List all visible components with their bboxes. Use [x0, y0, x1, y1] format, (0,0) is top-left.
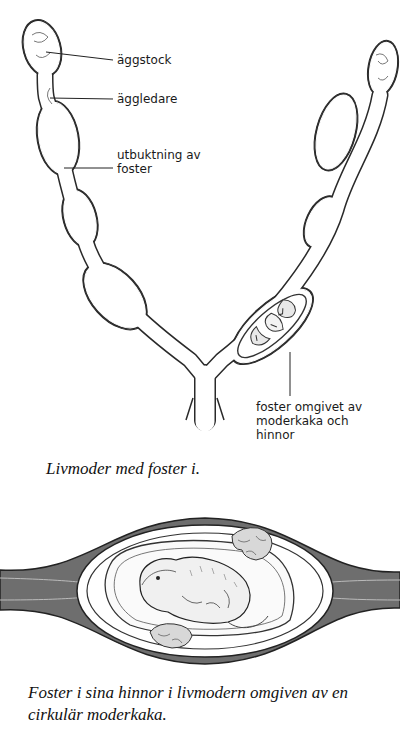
figure-caption: Foster i sina hinnor i livmodern omgiven… — [28, 682, 378, 726]
figure-caption: Livmoder med foster i. — [46, 458, 376, 480]
part-label: utbuktning av foster — [117, 148, 207, 176]
part-label: äggstock — [117, 53, 237, 67]
part-label: äggledare — [117, 92, 237, 106]
part-label: foster omgivet av moderkaka och hinnor — [256, 400, 386, 442]
